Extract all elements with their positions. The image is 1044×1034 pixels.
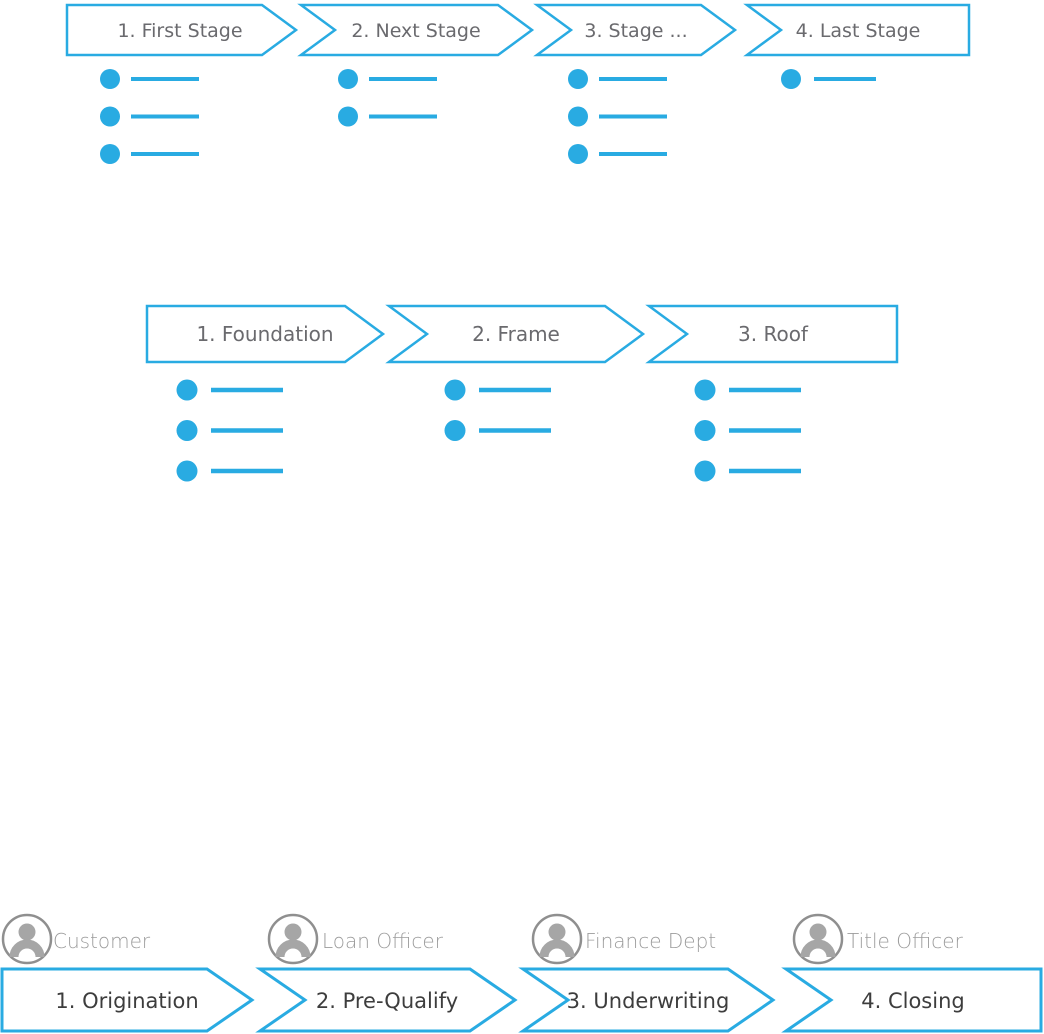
- stage-label-stage-etc: 3. Stage ...: [584, 20, 687, 42]
- stage-chevron-origination[interactable]: [0, 967, 255, 1033]
- bullet-dot: [100, 144, 120, 164]
- bullet-list-stage-etc: [568, 69, 667, 164]
- stage-chevron-last-stage[interactable]: [743, 3, 971, 57]
- person-icon-customer: [1, 913, 53, 965]
- stage-chevron-closing[interactable]: [781, 967, 1043, 1033]
- person-icon-shoulders: [539, 939, 575, 958]
- bullet-dot: [338, 106, 358, 127]
- bullet-dot: [176, 460, 198, 482]
- bullet-list-first-stage: [100, 69, 199, 164]
- stage-label-origination: 1. Origination: [55, 989, 198, 1013]
- bullet-dot: [444, 379, 466, 401]
- timeline-construction: 1. Foundation 2. Frame 3. Roof: [145, 304, 899, 482]
- stage-chevron-underwriting[interactable]: [518, 967, 776, 1033]
- bullet-dot: [176, 379, 198, 401]
- role-label-finance-dept: Finance Dept: [585, 929, 716, 953]
- bullet-list-roof: [694, 379, 801, 482]
- person-icon-head: [809, 923, 827, 941]
- role-label-customer: Customer: [53, 929, 151, 953]
- person-icon-finance-dept: [531, 913, 583, 965]
- bullet-dot: [568, 69, 588, 89]
- stage-label-frame: 2. Frame: [472, 322, 560, 346]
- person-icon-shoulders: [800, 939, 836, 958]
- stage-label-foundation: 1. Foundation: [196, 322, 333, 346]
- bullet-dot: [568, 106, 588, 127]
- person-icon-head: [284, 923, 302, 941]
- bullet-list-last-stage: [781, 69, 876, 89]
- timeline-generic: 1. First Stage 2. Next Stage 3. Stage ..…: [65, 3, 971, 164]
- bullet-dot: [444, 420, 466, 441]
- stage-label-next-stage: 2. Next Stage: [351, 20, 480, 42]
- bullet-dot: [338, 69, 358, 89]
- stage-label-pre-qualify: 2. Pre-Qualify: [316, 989, 458, 1013]
- bullet-dot: [100, 106, 120, 127]
- bullet-list-frame: [444, 379, 551, 441]
- stage-chevron-first-stage[interactable]: [65, 3, 299, 57]
- person-icon-shoulders: [275, 939, 311, 958]
- stage-chevron-next-stage[interactable]: [297, 3, 535, 57]
- stage-chevron-pre-qualify[interactable]: [255, 967, 518, 1033]
- stage-label-first-stage: 1. First Stage: [117, 20, 242, 42]
- bullet-dot: [568, 144, 588, 164]
- bullet-dot: [694, 460, 716, 482]
- person-icon-title-officer: [792, 913, 844, 965]
- person-icon-head: [548, 923, 566, 941]
- timeline-loan-process: Customer Loan Officer Finance Dept Title…: [0, 913, 1043, 1033]
- bullet-dot: [694, 379, 716, 401]
- stage-chevron-foundation[interactable]: [145, 304, 386, 364]
- stage-chevron-roof[interactable]: [645, 304, 899, 364]
- stage-label-roof: 3. Roof: [738, 322, 809, 346]
- bullet-dot: [694, 420, 716, 441]
- stage-label-last-stage: 4. Last Stage: [796, 20, 921, 42]
- stage-chevron-stage-etc[interactable]: [533, 3, 738, 57]
- bullet-list-next-stage: [338, 69, 437, 127]
- person-icon-shoulders: [9, 939, 45, 958]
- bullet-dot: [100, 69, 120, 89]
- role-label-loan-officer: Loan Officer: [322, 929, 444, 953]
- stage-chevron-frame[interactable]: [385, 304, 646, 364]
- bullet-dot: [176, 420, 198, 441]
- person-icon-head: [18, 923, 36, 941]
- bullet-list-foundation: [176, 379, 283, 482]
- stage-label-underwriting: 3. Underwriting: [567, 989, 730, 1013]
- person-icon-loan-officer: [267, 913, 319, 965]
- bullet-dot: [781, 69, 801, 89]
- role-label-title-officer: Title Officer: [847, 929, 964, 953]
- stage-label-closing: 4. Closing: [861, 989, 964, 1013]
